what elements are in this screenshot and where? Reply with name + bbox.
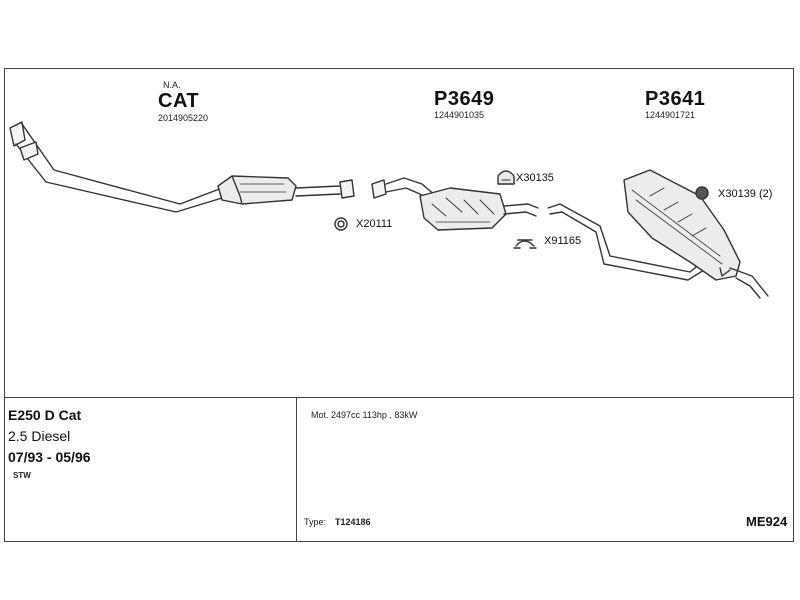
vehicle-model: E250 D Cat [8, 407, 82, 423]
centre-part-number: 1244901035 [434, 110, 485, 120]
rear-part-number: 1244901721 [645, 110, 696, 120]
cat-part-name: CAT [158, 90, 200, 112]
kit-code: ME924 [746, 514, 788, 529]
centre-silencer [371, 177, 539, 231]
info-column-divider [296, 398, 297, 542]
diagram-frame [4, 68, 794, 542]
type-value: T124186 [335, 517, 371, 527]
vehicle-years: 07/93 - 05/96 [8, 449, 91, 465]
centre-part-name: P3649 [434, 88, 495, 110]
rear-part-name: P3641 [645, 88, 706, 110]
vehicle-engine: 2.5 Diesel [8, 428, 71, 444]
fitting-label-x20111: X20111 [356, 218, 393, 230]
catalytic-converter [217, 175, 355, 205]
rear-silencer [623, 169, 769, 299]
fitting-label-x30139: X30139 (2) [718, 188, 773, 200]
vehicle-body: STW [13, 471, 31, 480]
motor-spec: Mot. 2497cc 113hp , 83kW [311, 410, 418, 420]
u-clamp-icon [513, 239, 537, 249]
cat-part-number: 2014905220 [158, 113, 209, 123]
hanger-clamp-icon [497, 170, 515, 185]
cat-note: N.A. [163, 80, 181, 90]
info-divider [4, 397, 794, 398]
gasket-ring-icon [334, 217, 348, 231]
fitting-label-x91165: X91165 [544, 235, 582, 247]
fitting-label-x30135: X30135 [516, 172, 554, 184]
front-downpipe [9, 121, 223, 213]
rubber-mount-icon [695, 186, 709, 200]
type-label: Type: [304, 517, 327, 527]
rear-pipe [547, 203, 705, 281]
